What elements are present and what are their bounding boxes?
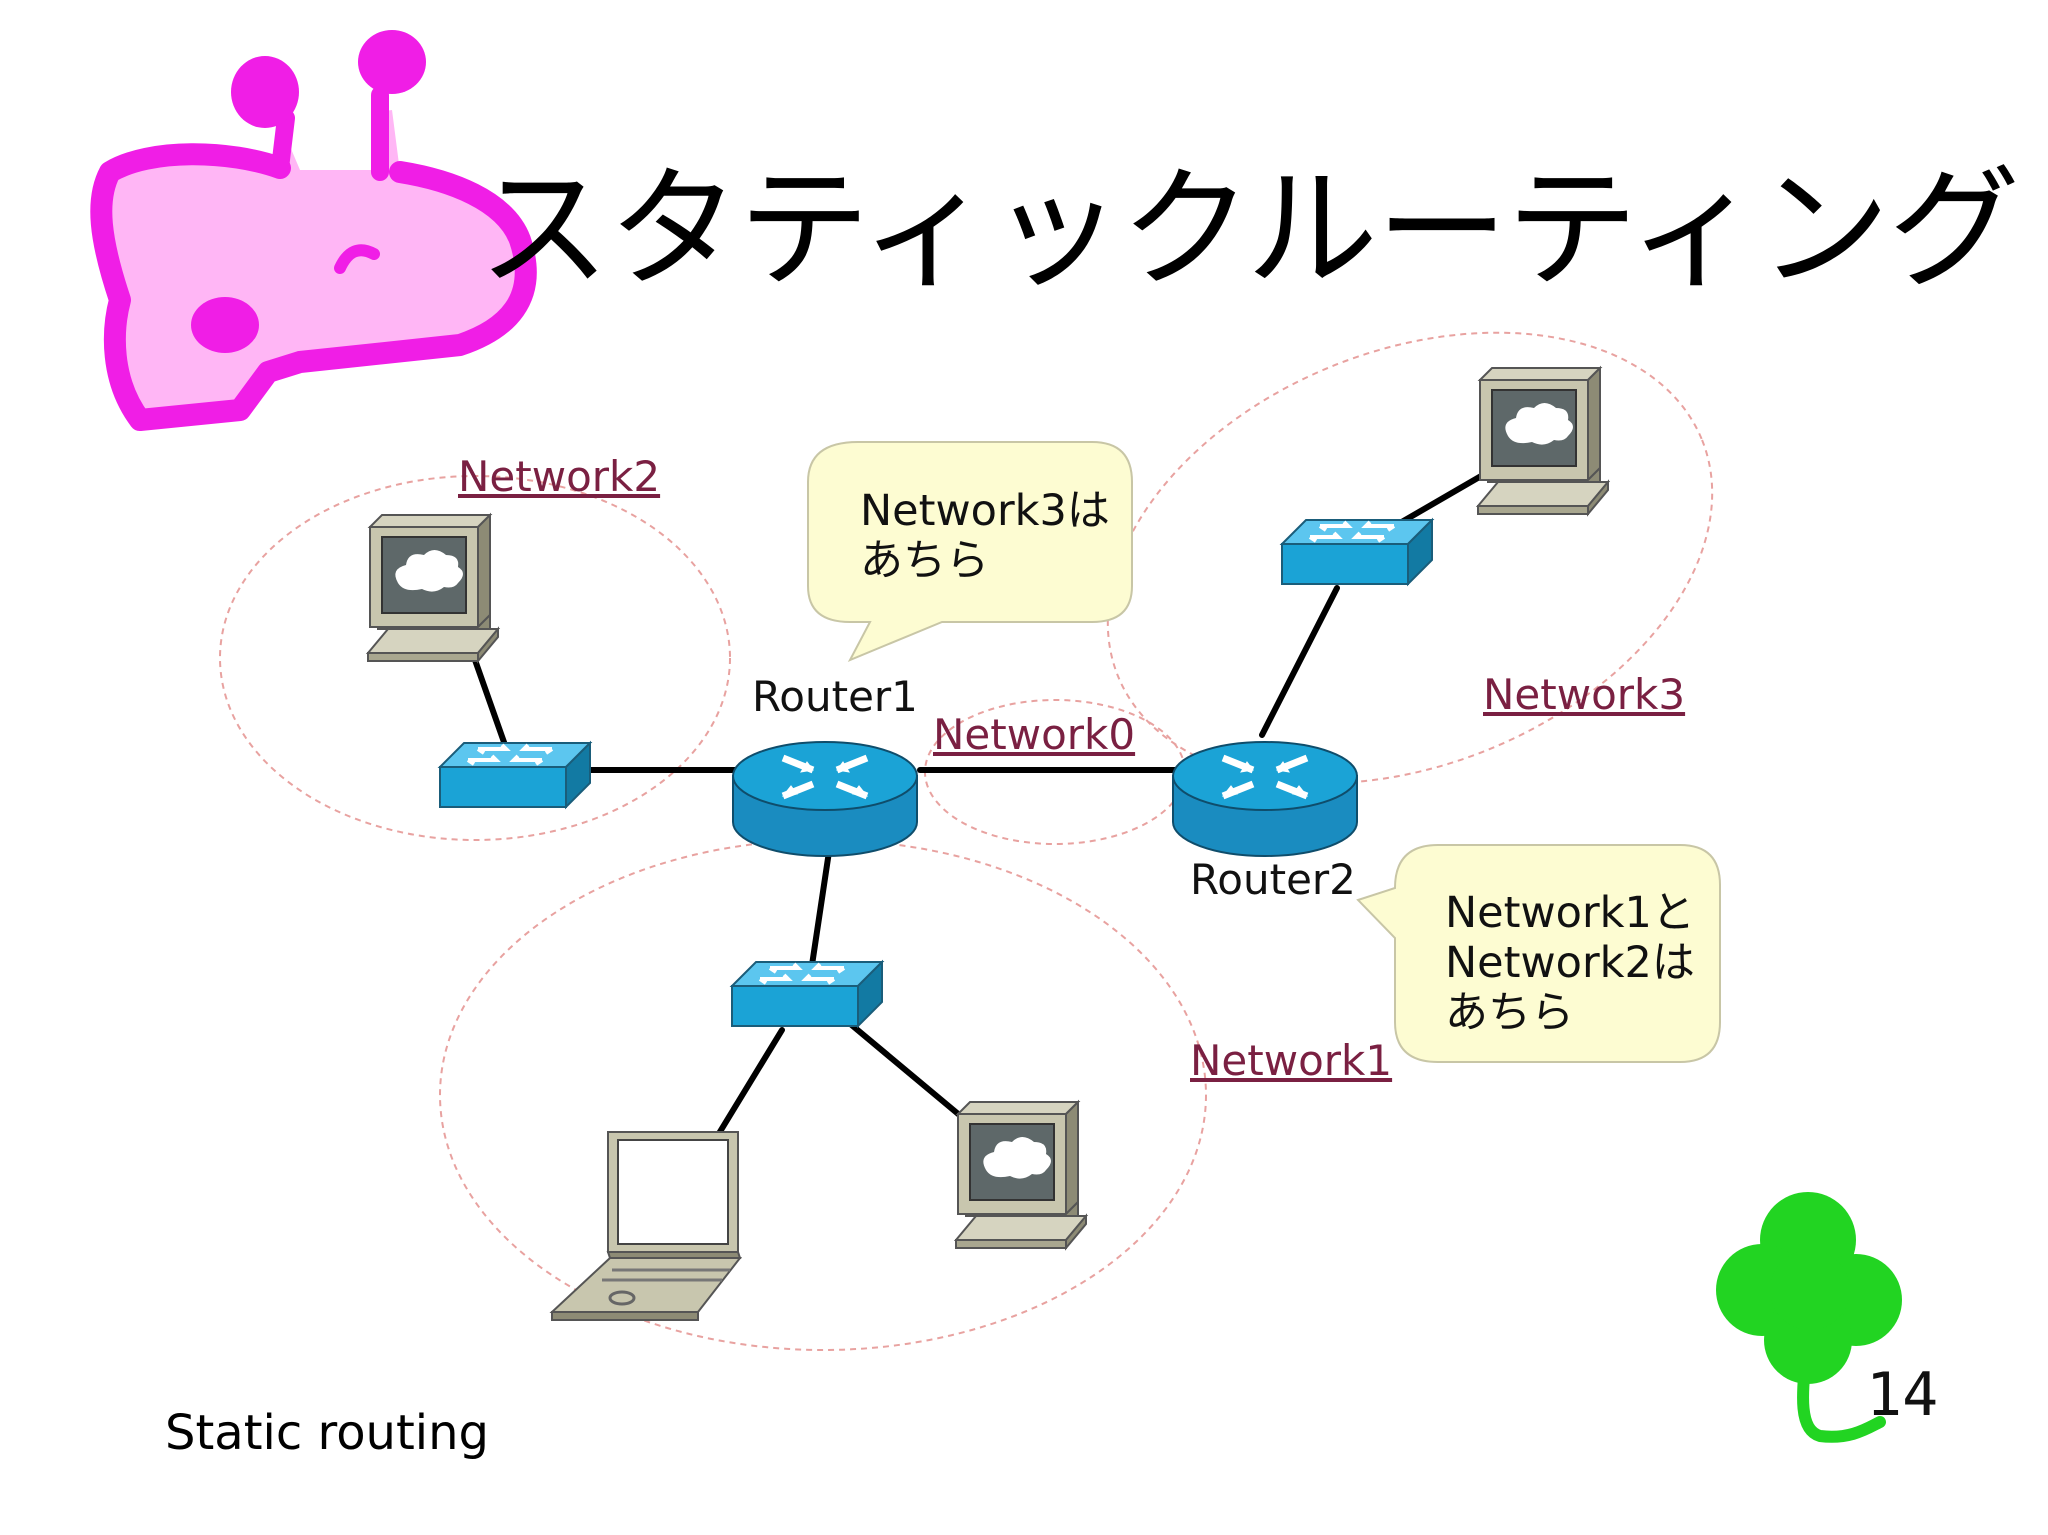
network2-link[interactable]: Network2 (458, 452, 661, 501)
clover-logo-icon (1716, 1192, 1902, 1443)
network0-link[interactable]: Network0 (933, 710, 1136, 759)
switch-network1-icon (730, 960, 884, 1028)
cable-router1-switch1 (809, 842, 833, 968)
router1-icon (733, 742, 917, 856)
network3-zone (1106, 331, 1714, 785)
page-title: スタティックルーティング (478, 153, 2020, 307)
switch-network2-icon (438, 741, 592, 809)
network2-zone (219, 475, 731, 841)
page-number: 14 (1866, 1360, 1939, 1430)
cable-pc2-switch2 (472, 657, 508, 748)
callout-router1-bubble (807, 441, 1133, 662)
callout-router1-text: Network3は あちら (860, 486, 1110, 586)
pc-network2-icon (367, 514, 499, 662)
cable-router2-switch3 (1259, 585, 1340, 738)
router2-icon (1173, 742, 1357, 856)
router2-label: Router2 (1190, 855, 1356, 904)
pc-network1-icon (955, 1101, 1087, 1249)
switch-network3-icon (1280, 518, 1434, 586)
callout-router2-text: Network1と Network2は あちら (1445, 888, 1695, 1038)
footer-caption: Static routing (165, 1405, 490, 1461)
callout-router2-bubble (1356, 844, 1721, 1063)
cable-switch1-pc1 (845, 1019, 978, 1131)
laptop-network1-icon (550, 1130, 742, 1322)
pc-network3-icon (1477, 367, 1609, 515)
network1-link[interactable]: Network1 (1190, 1036, 1393, 1085)
cable-switch1-laptop (715, 1027, 785, 1138)
cable-switch3-pc3 (1397, 469, 1491, 526)
giraffe-logo-icon (90, 30, 537, 431)
network1-zone (439, 839, 1207, 1351)
router1-label: Router1 (752, 672, 918, 721)
network3-link[interactable]: Network3 (1483, 670, 1686, 719)
